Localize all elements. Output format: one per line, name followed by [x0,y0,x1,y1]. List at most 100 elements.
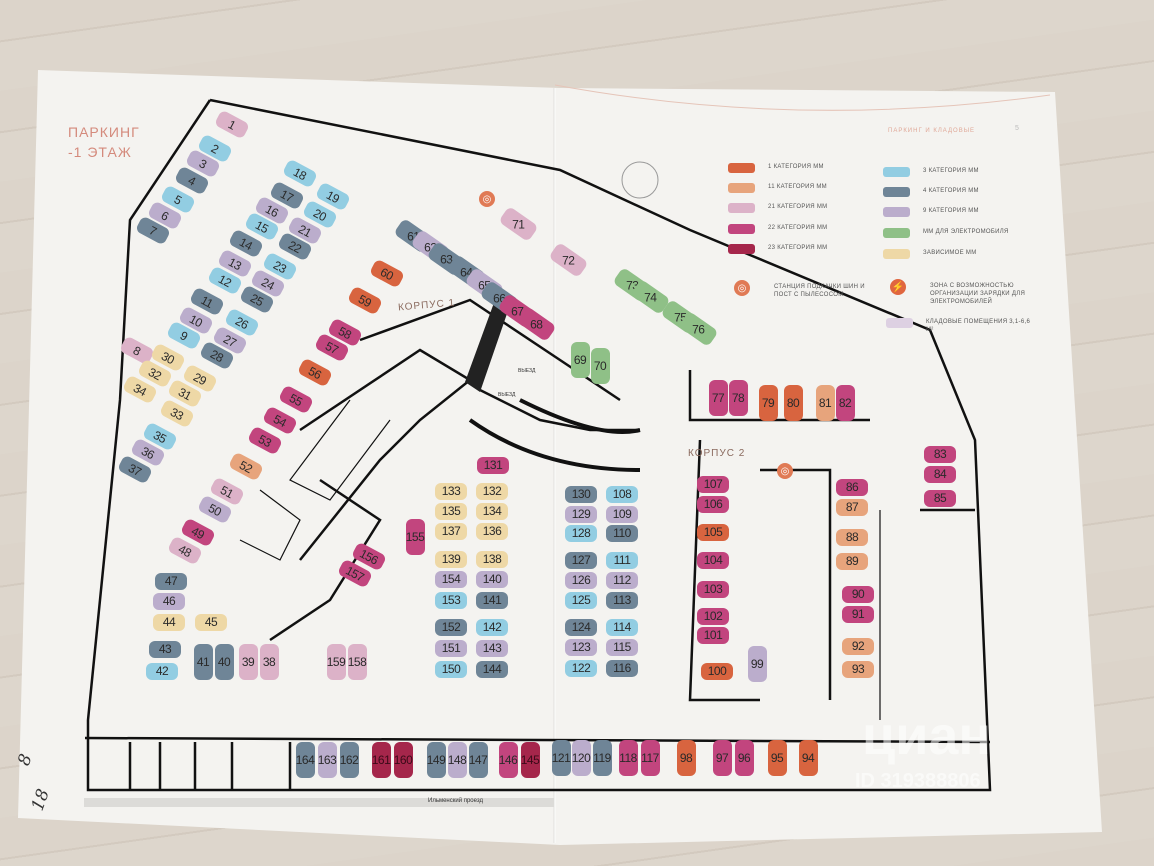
parking-spot-111[interactable]: 111 [606,551,638,569]
parking-spot-135[interactable]: 135 [435,502,467,520]
parking-spot-110[interactable]: 110 [606,524,638,542]
parking-spot-45[interactable]: 45 [195,613,227,631]
parking-spot-106[interactable]: 106 [697,495,729,513]
parking-spot-104[interactable]: 104 [697,551,729,569]
parking-spot-160[interactable]: 160 [393,742,413,778]
parking-spot-80[interactable]: 80 [783,385,803,421]
parking-spot-92[interactable]: 92 [842,637,874,655]
parking-spot-159[interactable]: 159 [326,644,346,680]
parking-spot-86[interactable]: 86 [836,478,868,496]
parking-spot-151[interactable]: 151 [435,639,467,657]
parking-spot-133[interactable]: 133 [435,482,467,500]
parking-spot-161[interactable]: 161 [371,742,391,778]
parking-spot-140[interactable]: 140 [476,570,508,588]
parking-spot-164[interactable]: 164 [295,742,315,778]
parking-spot-146[interactable]: 146 [498,742,518,778]
parking-spot-43[interactable]: 43 [149,640,181,658]
parking-spot-125[interactable]: 125 [565,591,597,609]
parking-spot-148[interactable]: 148 [447,742,467,778]
parking-spot-88[interactable]: 88 [836,528,868,546]
parking-spot-116[interactable]: 116 [606,659,638,677]
parking-spot-93[interactable]: 93 [842,660,874,678]
parking-spot-101[interactable]: 101 [697,626,729,644]
parking-spot-38[interactable]: 38 [259,644,279,680]
parking-spot-79[interactable]: 79 [758,385,778,421]
parking-spot-129[interactable]: 129 [565,505,597,523]
parking-spot-112[interactable]: 112 [606,571,638,589]
parking-spot-152[interactable]: 152 [435,618,467,636]
page-title: ПАРКИНГ-1 ЭТАЖ [68,122,140,162]
parking-spot-118[interactable]: 118 [618,740,638,776]
spot-number: 52 [237,456,255,476]
parking-spot-149[interactable]: 149 [426,742,446,778]
parking-spot-77[interactable]: 77 [708,380,728,416]
parking-spot-107[interactable]: 107 [697,475,729,493]
parking-spot-142[interactable]: 142 [476,618,508,636]
parking-spot-97[interactable]: 97 [712,740,732,776]
parking-spot-139[interactable]: 139 [435,550,467,568]
parking-spot-122[interactable]: 122 [565,659,597,677]
parking-spot-105[interactable]: 105 [697,523,729,541]
parking-spot-115[interactable]: 115 [606,638,638,656]
parking-spot-108[interactable]: 108 [606,485,638,503]
parking-spot-99[interactable]: 99 [747,646,767,682]
parking-spot-87[interactable]: 87 [836,498,868,516]
parking-spot-158[interactable]: 158 [347,644,367,680]
parking-spot-162[interactable]: 162 [339,742,359,778]
parking-spot-70[interactable]: 70 [590,348,610,384]
parking-spot-82[interactable]: 82 [835,385,855,421]
parking-spot-128[interactable]: 128 [565,524,597,542]
parking-spot-113[interactable]: 113 [606,591,638,609]
parking-spot-84[interactable]: 84 [924,465,956,483]
parking-spot-69[interactable]: 69 [570,342,590,378]
parking-spot-42[interactable]: 42 [146,662,178,680]
parking-spot-103[interactable]: 103 [697,580,729,598]
parking-spot-78[interactable]: 78 [728,380,748,416]
parking-spot-41[interactable]: 41 [193,644,213,680]
parking-spot-109[interactable]: 109 [606,505,638,523]
parking-spot-85[interactable]: 85 [924,489,956,507]
parking-spot-130[interactable]: 130 [565,485,597,503]
parking-spot-147[interactable]: 147 [468,742,488,778]
parking-spot-144[interactable]: 144 [476,660,508,678]
parking-spot-137[interactable]: 137 [435,522,467,540]
parking-spot-100[interactable]: 100 [701,662,733,680]
parking-spot-114[interactable]: 114 [606,618,638,636]
parking-spot-90[interactable]: 90 [842,585,874,603]
parking-spot-124[interactable]: 124 [565,618,597,636]
parking-spot-126[interactable]: 126 [565,571,597,589]
parking-spot-138[interactable]: 138 [476,550,508,568]
parking-spot-155[interactable]: 155 [405,519,425,555]
parking-spot-150[interactable]: 150 [435,660,467,678]
parking-spot-96[interactable]: 96 [734,740,754,776]
parking-spot-44[interactable]: 44 [153,613,185,631]
parking-spot-121[interactable]: 121 [551,740,571,776]
parking-spot-132[interactable]: 132 [476,482,508,500]
parking-spot-83[interactable]: 83 [924,445,956,463]
parking-spot-136[interactable]: 136 [476,522,508,540]
parking-spot-39[interactable]: 39 [238,644,258,680]
parking-spot-154[interactable]: 154 [435,570,467,588]
parking-spot-119[interactable]: 119 [592,740,612,776]
parking-spot-143[interactable]: 143 [476,639,508,657]
parking-spot-95[interactable]: 95 [767,740,787,776]
parking-spot-117[interactable]: 117 [640,740,660,776]
parking-spot-127[interactable]: 127 [565,551,597,569]
parking-spot-94[interactable]: 94 [798,740,818,776]
parking-spot-134[interactable]: 134 [476,502,508,520]
parking-spot-47[interactable]: 47 [155,572,187,590]
parking-spot-141[interactable]: 141 [476,591,508,609]
parking-spot-89[interactable]: 89 [836,552,868,570]
parking-spot-46[interactable]: 46 [153,592,185,610]
parking-spot-81[interactable]: 81 [815,385,835,421]
parking-spot-40[interactable]: 40 [214,644,234,680]
parking-spot-123[interactable]: 123 [565,638,597,656]
parking-spot-98[interactable]: 98 [676,740,696,776]
parking-spot-91[interactable]: 91 [842,605,874,623]
parking-spot-145[interactable]: 145 [520,742,540,778]
parking-spot-153[interactable]: 153 [435,591,467,609]
parking-spot-163[interactable]: 163 [317,742,337,778]
parking-spot-102[interactable]: 102 [697,607,729,625]
parking-spot-120[interactable]: 120 [571,740,591,776]
parking-spot-131[interactable]: 131 [477,456,509,474]
